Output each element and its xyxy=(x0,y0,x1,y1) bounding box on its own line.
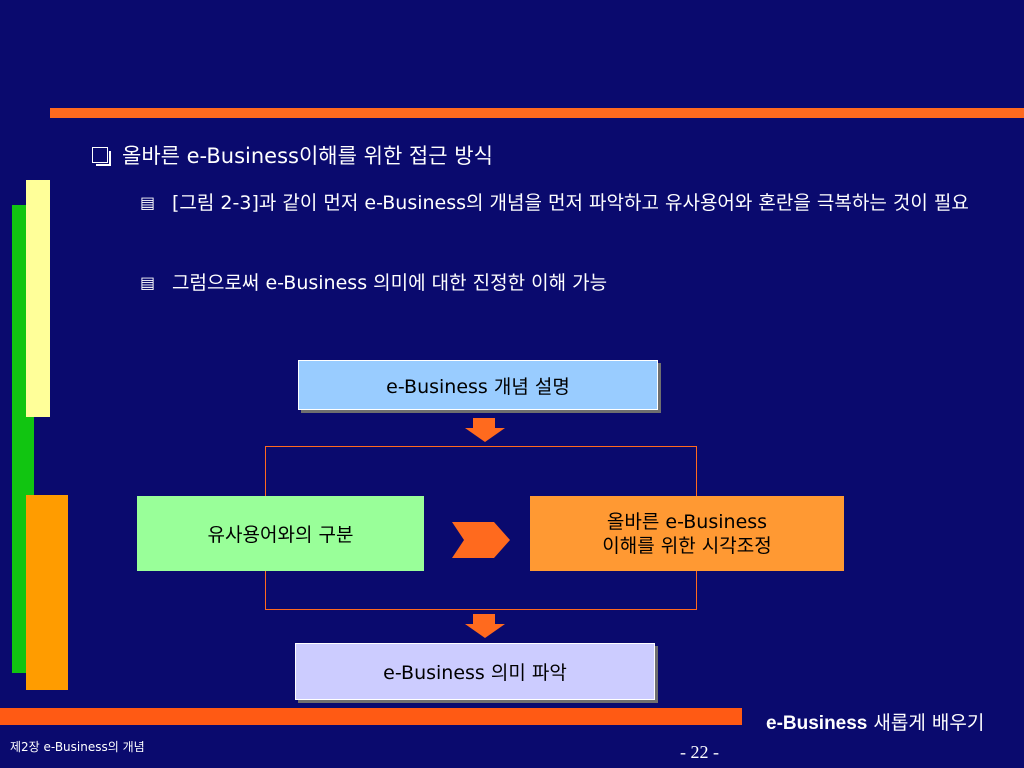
sub-bullet-text: 그럼으로써 e-Business 의미에 대한 진정한 이해 가능 xyxy=(172,272,608,294)
box-similar-terms: 유사용어와의 구분 xyxy=(137,496,424,571)
box-bottom-label: e-Business 의미 파악 xyxy=(383,662,567,684)
brand-kr: 새롭게 배우기 xyxy=(867,712,985,734)
box-perspective: 올바른 e-Business 이해를 위한 시각조정 xyxy=(530,496,844,571)
box-concept-explanation: e-Business 개념 설명 xyxy=(298,360,658,410)
checkbox-icon xyxy=(92,147,111,166)
top-accent-bar xyxy=(50,108,1024,118)
pages-icon: ▤ xyxy=(140,193,156,212)
sub-bullet-1: ▤ [그림 2-3]과 같이 먼저 e-Business의 개념을 먼저 파악하… xyxy=(140,186,972,220)
box-top-label: e-Business 개념 설명 xyxy=(386,375,570,398)
chapter-label: 제2장 e-Business의 개념 xyxy=(10,740,145,754)
chevron-right-icon xyxy=(452,522,510,558)
main-bullet-text: 올바른 e-Business이해를 위한 접근 방식 xyxy=(122,144,493,168)
box-meaning: e-Business 의미 파악 xyxy=(295,643,655,700)
pages-icon: ▤ xyxy=(140,273,156,292)
arrow-down-icon xyxy=(465,614,505,638)
box-right-line2: 이해를 위한 시각조정 xyxy=(602,534,772,557)
brand-en: e-Business xyxy=(766,713,868,734)
box-left-label: 유사용어와의 구분 xyxy=(207,524,354,546)
box-right-line1: 올바른 e-Business xyxy=(606,510,768,533)
brand-title: e-Business 새롭게 배우기 xyxy=(766,708,984,735)
main-bullet: 올바른 e-Business이해를 위한 접근 방식 xyxy=(92,140,493,170)
sub-bullet-2: ▤ 그럼으로써 e-Business 의미에 대한 진정한 이해 가능 xyxy=(140,266,972,300)
page-number: - 22 - xyxy=(680,742,719,762)
decor-yellow-strip xyxy=(26,180,50,417)
decor-orange-strip xyxy=(26,495,68,690)
arrow-down-icon xyxy=(465,418,505,442)
sub-bullet-text: [그림 2-3]과 같이 먼저 e-Business의 개념을 먼저 파악하고 … xyxy=(172,192,969,214)
bottom-accent-bar xyxy=(0,708,742,725)
